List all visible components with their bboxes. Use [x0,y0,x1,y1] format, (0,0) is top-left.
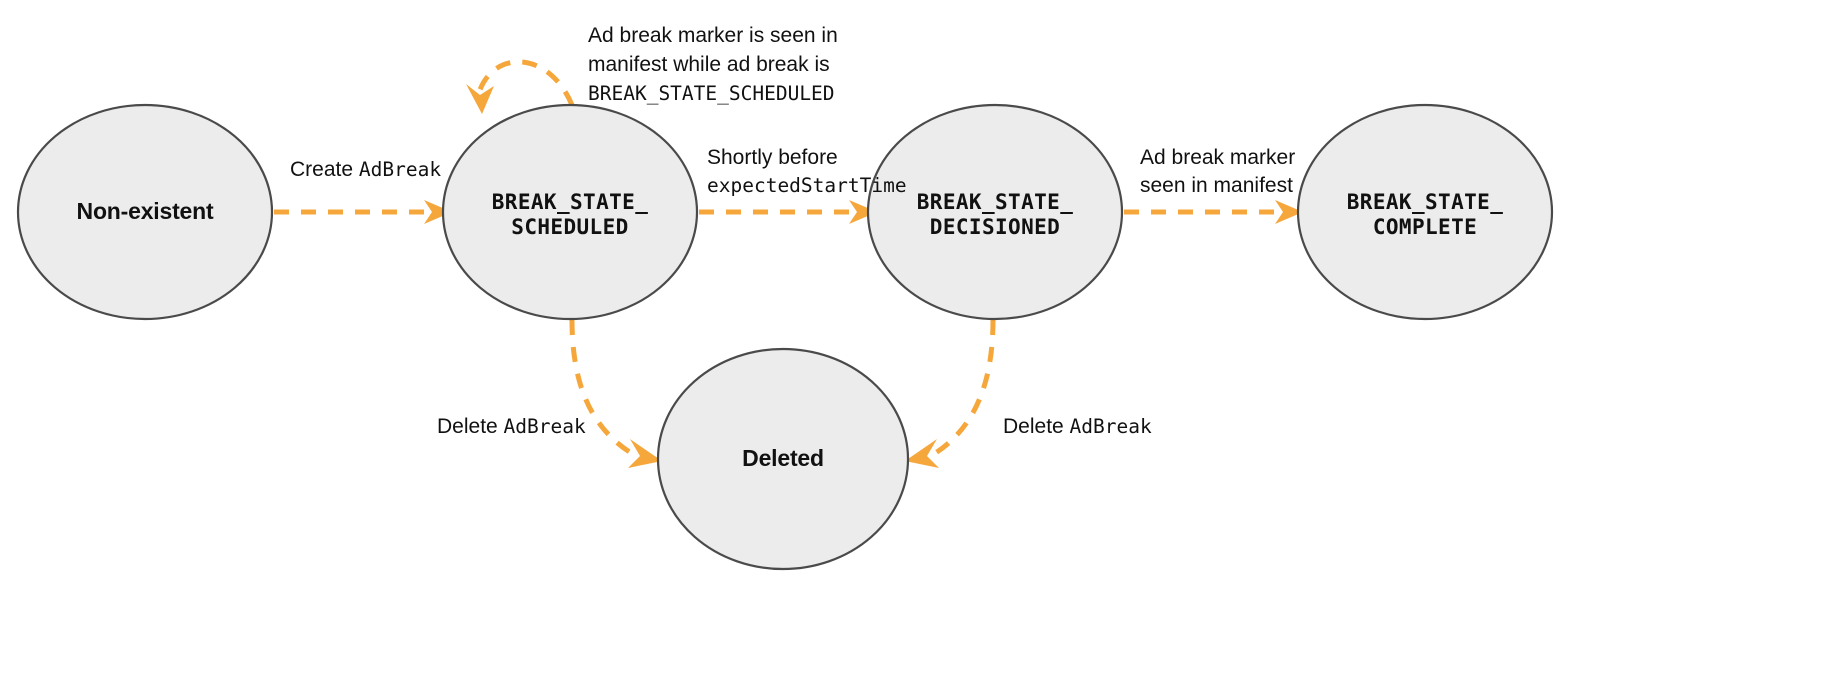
edge-label-decisioned-to-complete: Ad break marker seen in manifest [1140,146,1301,197]
node-deleted[interactable]: Deleted [656,347,910,571]
edge-scheduled-to-decisioned [699,200,877,224]
edge-decisioned-to-complete [1124,200,1303,224]
edge-scheduled-to-deleted [569,319,662,468]
node-shape [656,347,910,571]
node-shape [16,103,274,321]
node-non-existent[interactable]: Non-existent [16,103,274,321]
edge-line [927,319,996,460]
node-shape [1296,103,1554,321]
edge-label-create-adbreak: Create AdBreak [290,158,441,181]
node-shape [441,103,699,321]
node-label-line2: DECISIONED [930,215,1060,239]
edge-decisioned-to-deleted [905,319,996,468]
arrowhead-icon [466,84,494,114]
edge-label-scheduled-to-deleted: Delete AdBreak [437,415,586,438]
node-label-line1: BREAK_STATE_ [917,190,1074,214]
node-label-line2: COMPLETE [1373,215,1477,239]
node-label-line1: BREAK_STATE_ [1347,190,1504,214]
edge-create-adbreak [274,200,452,224]
edge-line [569,319,640,460]
edge-label-scheduled-self-loop: Ad break marker is seen in manifest whil… [588,24,844,105]
arrowhead-icon [424,200,452,224]
arrowhead-icon [849,200,877,224]
node-label: Non-existent [77,198,214,224]
node-label-line1: BREAK_STATE_ [492,190,649,214]
edge-label-decisioned-to-deleted: Delete AdBreak [1003,415,1152,438]
arrowhead-icon [905,439,939,468]
node-break-state-decisioned[interactable]: BREAK_STATE_ DECISIONED [866,103,1124,321]
node-label: Deleted [742,445,824,471]
edge-label-scheduled-to-decisioned: Shortly before expectedStartTime [707,146,907,197]
arrowhead-icon [1275,200,1303,224]
edge-scheduled-self-loop [466,59,575,114]
node-break-state-scheduled[interactable]: BREAK_STATE_ SCHEDULED [441,103,699,321]
node-shape [866,103,1124,321]
node-break-state-complete[interactable]: BREAK_STATE_ COMPLETE [1296,103,1554,321]
edge-line [475,59,575,106]
arrowhead-icon [628,439,662,468]
node-label-line2: SCHEDULED [511,215,628,239]
